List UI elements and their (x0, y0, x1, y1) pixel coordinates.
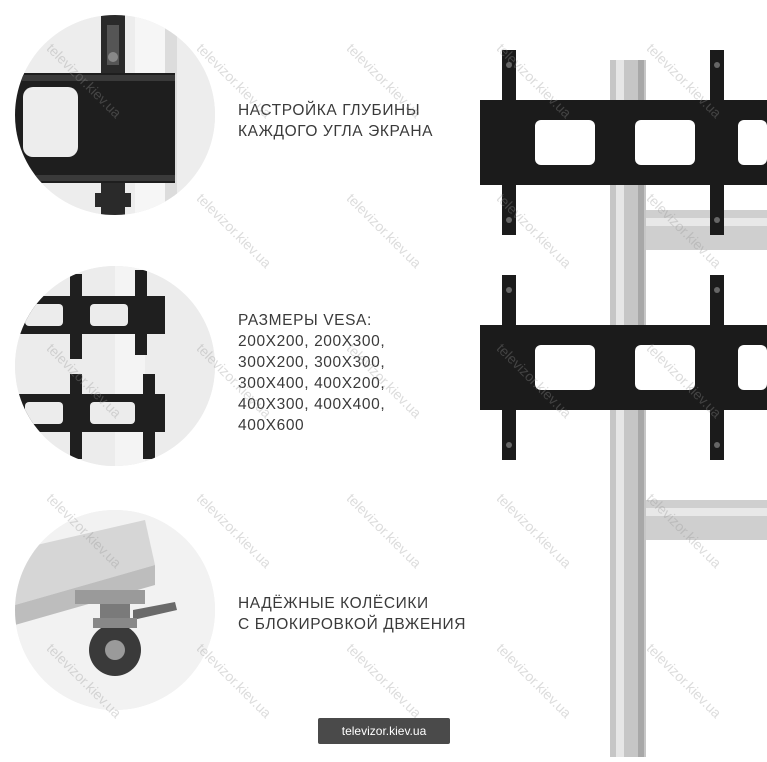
feature-depth-adjust-text: НАСТРОЙКА ГЛУБИНЫ КАЖДОГО УГЛА ЭКРАНА (238, 100, 433, 142)
feature-line: НАСТРОЙКА ГЛУБИНЫ (238, 102, 421, 119)
depth-adjust-closeup-icon (15, 15, 215, 215)
feature-line: КАЖДОГО УГЛА ЭКРАНА (238, 123, 434, 140)
feature-line: 300X400, 400X200, (238, 375, 386, 392)
feature-line: 300X200, 300X300, (238, 354, 386, 371)
watermark: televizor.kiev.ua (343, 490, 425, 572)
site-badge: televizor.kiev.ua (318, 718, 450, 744)
vesa-bracket-closeup-icon (15, 266, 215, 466)
feature-line: С БЛОКИРОВКОЙ ДВЖЕНИЯ (238, 616, 467, 633)
mobile-video-wall-stand-icon (470, 40, 767, 757)
feature-vesa-sizes-text: РАЗМЕРЫ VESA: 200X200, 200X300, 300X200,… (238, 310, 385, 436)
feature-line: 200X200, 200X300, (238, 333, 386, 350)
watermark: televizor.kiev.ua (343, 190, 425, 272)
feature-line: 400X300, 400X400, (238, 396, 386, 413)
watermark: televizor.kiev.ua (343, 640, 425, 722)
feature-line: 400X600 (238, 417, 305, 434)
locking-caster-wheel-icon (15, 510, 215, 710)
feature-wheels-text: НАДЁЖНЫЕ КОЛЁСИКИ С БЛОКИРОВКОЙ ДВЖЕНИЯ (238, 593, 466, 635)
feature-line: РАЗМЕРЫ VESA: (238, 312, 372, 329)
feature-line: НАДЁЖНЫЕ КОЛЁСИКИ (238, 595, 429, 612)
